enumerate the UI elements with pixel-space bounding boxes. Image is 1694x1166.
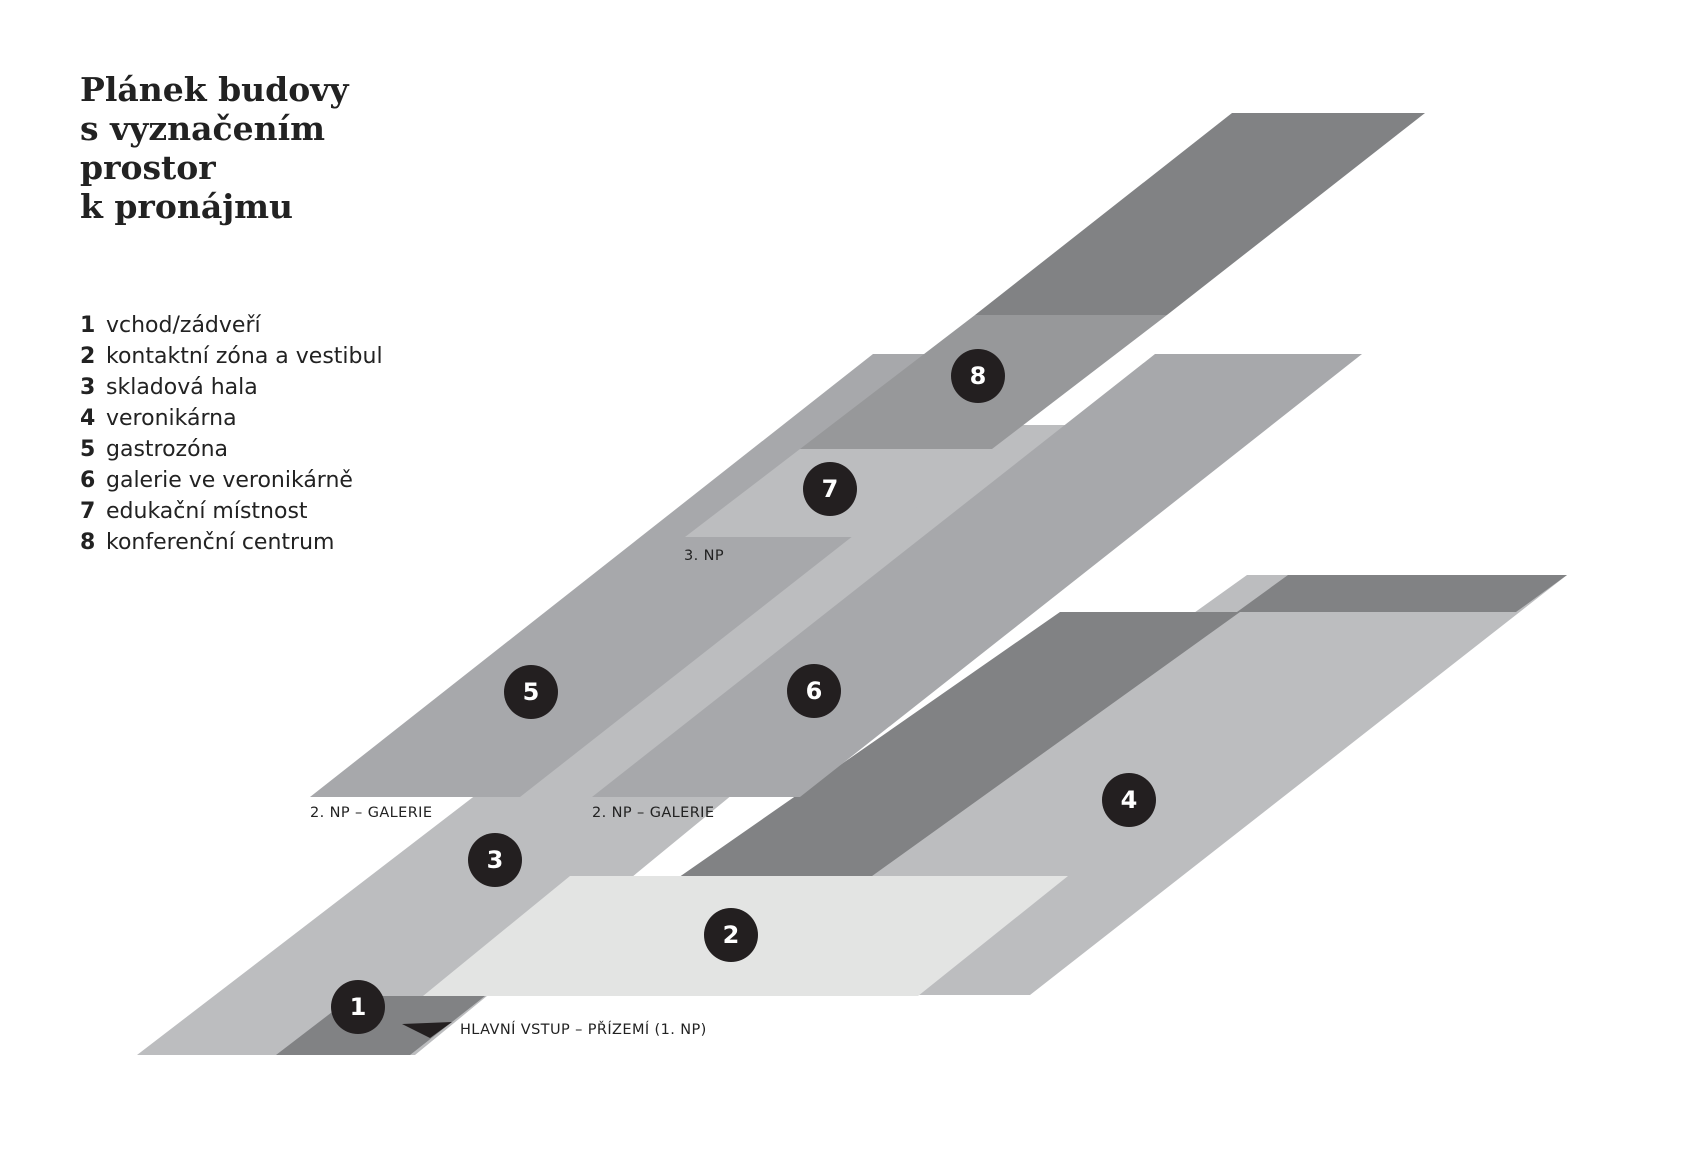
marker-2: 2 <box>704 908 758 962</box>
legend-number: 7 <box>80 499 96 524</box>
zone-4-dark-hall <box>560 612 1240 960</box>
legend-item-8: 8 konferenční centrum <box>80 527 383 558</box>
marker-7: 7 <box>803 462 857 516</box>
zone-1-vchod <box>276 996 485 1055</box>
legend-label: edukační místnost <box>106 499 308 524</box>
marker-number: 2 <box>723 921 740 949</box>
floor-label-main-entrance: HLAVNÍ VSTUP – PŘÍZEMÍ (1. NP) <box>460 1021 707 1038</box>
plan-title: Plánek budovy s vyznačením prostor k pro… <box>80 70 349 226</box>
floor-label-gallery-right: 2. NP – GALERIE <box>592 805 714 821</box>
legend-item-6: 6 galerie ve veronikárně <box>80 465 383 496</box>
marker-number: 1 <box>350 993 367 1021</box>
marker-1: 1 <box>331 980 385 1034</box>
marker-circle <box>803 462 857 516</box>
marker-8: 8 <box>951 349 1005 403</box>
legend-label: skladová hala <box>106 375 258 400</box>
legend-label: kontaktní zóna a vestibul <box>106 344 383 369</box>
marker-number: 5 <box>523 678 540 706</box>
legend-item-4: 4 veronikárna <box>80 403 383 434</box>
legend-number: 3 <box>80 375 96 400</box>
legend-label: vchod/zádveří <box>106 313 261 338</box>
marker-circle <box>787 664 841 718</box>
marker-circle <box>331 980 385 1034</box>
legend: 1 vchod/zádveří 2 kontaktní zóna a vestibu… <box>80 310 383 558</box>
legend-label: galerie ve veronikárně <box>106 468 353 493</box>
legend-number: 4 <box>80 406 96 431</box>
zone-6-galerie <box>592 354 1362 797</box>
legend-number: 5 <box>80 437 96 462</box>
title-line: Plánek budovy <box>80 70 349 109</box>
entrance-arrow-icon <box>402 1022 452 1038</box>
legend-number: 6 <box>80 468 96 493</box>
marker-circle <box>504 665 558 719</box>
marker-5: 5 <box>504 665 558 719</box>
marker-circle <box>951 349 1005 403</box>
legend-item-5: 5 gastrozóna <box>80 434 383 465</box>
marker-number: 8 <box>970 362 987 390</box>
title-line: k pronájmu <box>80 187 294 226</box>
legend-item-3: 3 skladová hala <box>80 372 383 403</box>
marker-4: 4 <box>1102 773 1156 827</box>
marker-6: 6 <box>787 664 841 718</box>
floor-label-gallery-left: 2. NP – GALERIE <box>310 805 432 821</box>
marker-number: 7 <box>822 475 839 503</box>
title-line: s vyznačením <box>80 109 326 148</box>
legend-number: 2 <box>80 344 96 369</box>
marker-circle <box>468 833 522 887</box>
marker-number: 4 <box>1121 786 1138 814</box>
marker-circle <box>1102 773 1156 827</box>
legend-number: 8 <box>80 530 96 555</box>
zone-8-strip-top <box>975 113 1425 315</box>
title-line: prostor <box>80 148 216 187</box>
legend-item-1: 1 vchod/zádveří <box>80 310 383 341</box>
marker-number: 6 <box>806 677 823 705</box>
legend-item-7: 7 edukační místnost <box>80 496 383 527</box>
marker-3: 3 <box>468 833 522 887</box>
legend-label: gastrozóna <box>106 437 228 462</box>
marker-number: 3 <box>487 846 504 874</box>
legend-label: konferenční centrum <box>106 530 335 555</box>
legend-number: 1 <box>80 313 96 338</box>
zone-4-roof-band <box>1237 575 1567 612</box>
legend-label: veronikárna <box>106 406 237 431</box>
marker-circle <box>704 908 758 962</box>
floor-label-3np: 3. NP <box>684 548 724 564</box>
legend-item-2: 2 kontaktní zóna a vestibul <box>80 341 383 372</box>
